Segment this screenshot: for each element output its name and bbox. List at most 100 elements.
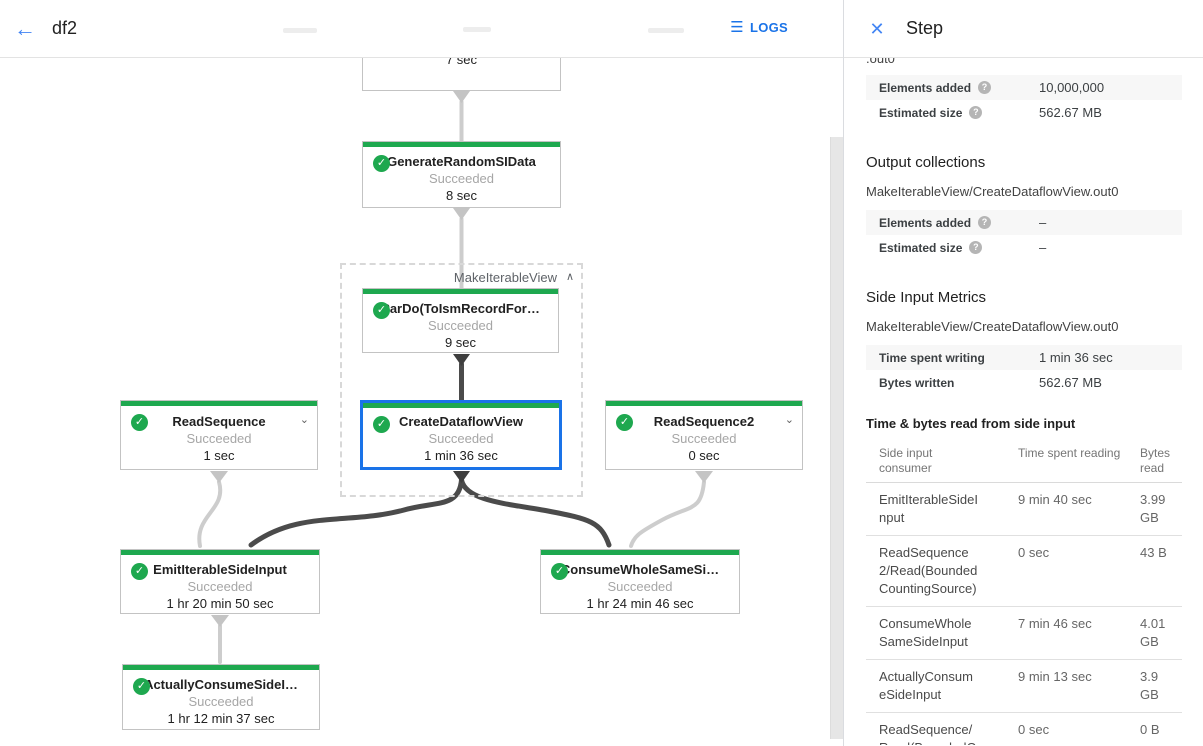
metric-label: Time spent writing [879,350,985,365]
arrowhead [695,471,713,483]
metric-row: Estimated size ? – [866,235,1182,260]
node-consumewholesamesideinput[interactable]: ✓ ConsumeWholeSameSi… Succeeded 1 hr 24 … [540,549,740,614]
check-circle-icon: ✓ [373,155,390,172]
node-time: 9 sec [444,335,477,350]
metric-label: Estimated size [879,240,963,255]
help-icon[interactable]: ? [978,216,992,229]
table-row: ReadSequence/Read(BoundedCountingSource)… [866,713,1182,745]
time-cell: 9 min 13 sec [1018,669,1092,684]
table-row: ActuallyConsumeSideInput 9 min 13 sec 3.… [866,660,1182,713]
read-table-heading: Time & bytes read from side input [866,416,1076,431]
check-circle-icon: ✓ [131,563,148,580]
bytes-cell: 3.9 GB [1140,669,1159,702]
node-actuallyconsumesideinput[interactable]: ✓ ActuallyConsumeSideI… Succeeded 1 hr 1… [122,664,320,730]
side-input-collection-name: MakeIterableView/CreateDataflowView.out0 [866,319,1119,334]
consumer-cell: ActuallyConsumeSideInput [879,669,973,702]
node-generaterandomsidata[interactable]: ✓ GenerateRandomSIData Succeeded 8 sec [362,141,561,208]
arrowhead [210,471,228,483]
node-time: 1 hr 12 min 37 sec [167,711,275,726]
chevron-down-icon[interactable]: ⌄ [784,414,794,426]
step-panel-header: ✕ Step [844,0,1203,58]
node-readsequence[interactable]: ✓ ⌄ ReadSequence Succeeded 1 sec [120,400,318,470]
node-title: GenerateRandomSIData [387,154,536,169]
help-icon[interactable]: ? [969,241,983,254]
back-arrow-icon[interactable]: ← [14,16,36,41]
toolbar-ghost-item [648,28,684,33]
column-header: Side input consumer [879,446,933,475]
node-time: 0 sec [688,448,720,463]
node-title: ConsumeWholeSameSi… [560,562,720,577]
consumer-cell: ReadSequence2/Read(BoundedCountingSource… [879,545,978,596]
check-circle-icon: ✓ [133,678,150,695]
node-pardo-toismrecord[interactable]: ✓ ParDo(ToIsmRecordFor… Succeeded 9 sec [362,288,559,353]
node-title: CreateDataflowView [398,414,524,429]
node-emititerablesideinput[interactable]: ✓ EmitIterableSideInput Succeeded 1 hr 2… [120,549,320,614]
vertical-scrollbar[interactable] [830,137,843,739]
step-panel-title: Step [906,18,944,38]
step-details-panel: ✕ Step .out0 Elements added ? 10,000,000… [843,0,1203,746]
table-row: EmitIterableSideInput 9 min 40 sec 3.99 … [866,483,1182,536]
bytes-cell: 4.01 GB [1140,616,1166,649]
arrowhead [453,471,470,483]
metric-label: Elements added [879,215,972,230]
edge-readsequence2-to-consume [629,480,706,548]
node-readsequence2[interactable]: ✓ ⌄ ReadSequence2 Succeeded 0 sec [605,400,803,470]
metric-value: 562.67 MB [1039,105,1102,120]
check-circle-icon: ✓ [373,302,390,319]
node-clipped-top[interactable]: ✓ Succeeded 7 sec [362,58,561,91]
close-icon[interactable]: ✕ [869,19,885,39]
consumer-cell: ConsumeWholeSameSideInput [879,616,972,649]
node-time: 1 hr 20 min 50 sec [166,596,274,611]
node-status: Succeeded [428,431,494,446]
chevron-down-icon[interactable]: ⌄ [299,414,309,426]
logs-button-label: LOGS [749,20,788,35]
table-header-row: Side input consumer Time spent reading B… [866,438,1182,483]
metric-row: Estimated size ? 562.67 MB [866,100,1182,125]
collapse-chevron-icon[interactable]: ∧ [565,271,574,283]
arrowhead [453,208,470,220]
time-cell: 9 min 40 sec [1018,492,1092,507]
step-panel-body[interactable]: .out0 Elements added ? 10,000,000 Estima… [844,58,1203,745]
metric-row: Elements added ? – [866,210,1182,235]
node-title: ReadSequence [172,414,266,429]
metric-value: 10,000,000 [1039,80,1105,95]
node-title: ReadSequence2 [653,414,755,429]
bytes-cell: 43 B [1140,545,1167,560]
node-status-bar [363,289,558,294]
input-collection-metrics: Elements added ? 10,000,000 Estimated si… [866,75,1182,125]
node-status-bar [121,401,317,406]
time-cell: 0 sec [1018,545,1050,560]
node-time: 1 sec [203,448,235,463]
metric-value: 1 min 36 sec [1039,350,1113,365]
toolbar-ghost-item [283,28,317,33]
metric-row: Bytes written 562.67 MB [866,370,1182,395]
table-row: ConsumeWholeSameSideInput 7 min 46 sec 4… [866,607,1182,660]
node-status-bar [363,142,560,147]
node-status: Succeeded [428,171,495,186]
job-graph-canvas[interactable]: MakeIterableView ∧ ✓ Succeeded 7 sec ✓ G… [0,58,843,746]
edge-readsequence-to-emit [197,480,223,548]
check-circle-icon: ✓ [616,414,633,431]
time-cell: 0 sec [1018,722,1050,737]
node-status: Succeeded [188,694,254,709]
metric-row: Time spent writing 1 min 36 sec [866,345,1182,370]
help-icon[interactable]: ? [978,81,992,94]
node-status: Succeeded [187,579,253,594]
node-status-bar [606,401,802,406]
help-icon[interactable]: ? [969,106,983,119]
node-time: 8 sec [445,188,478,203]
check-circle-icon: ✓ [551,563,568,580]
toolbar-ghost-item [463,27,491,32]
metric-label: Elements added [879,80,972,95]
metric-value: 562.67 MB [1039,375,1102,390]
node-status-bar [541,550,739,555]
consumer-cell: EmitIterableSideInput [879,492,978,525]
arrowhead [453,354,470,366]
table-row: ReadSequence2/Read(BoundedCountingSource… [866,536,1182,607]
node-status: Succeeded [427,318,494,333]
side-input-read-table: Side input consumer Time spent reading B… [866,438,1182,745]
output-collection-metrics: Elements added ? – Estimated size ? – [866,210,1182,260]
node-createdataflowview-selected[interactable]: ✓ CreateDataflowView Succeeded 1 min 36 … [360,400,562,470]
logs-button[interactable]: ☰ LOGS [730,20,788,35]
